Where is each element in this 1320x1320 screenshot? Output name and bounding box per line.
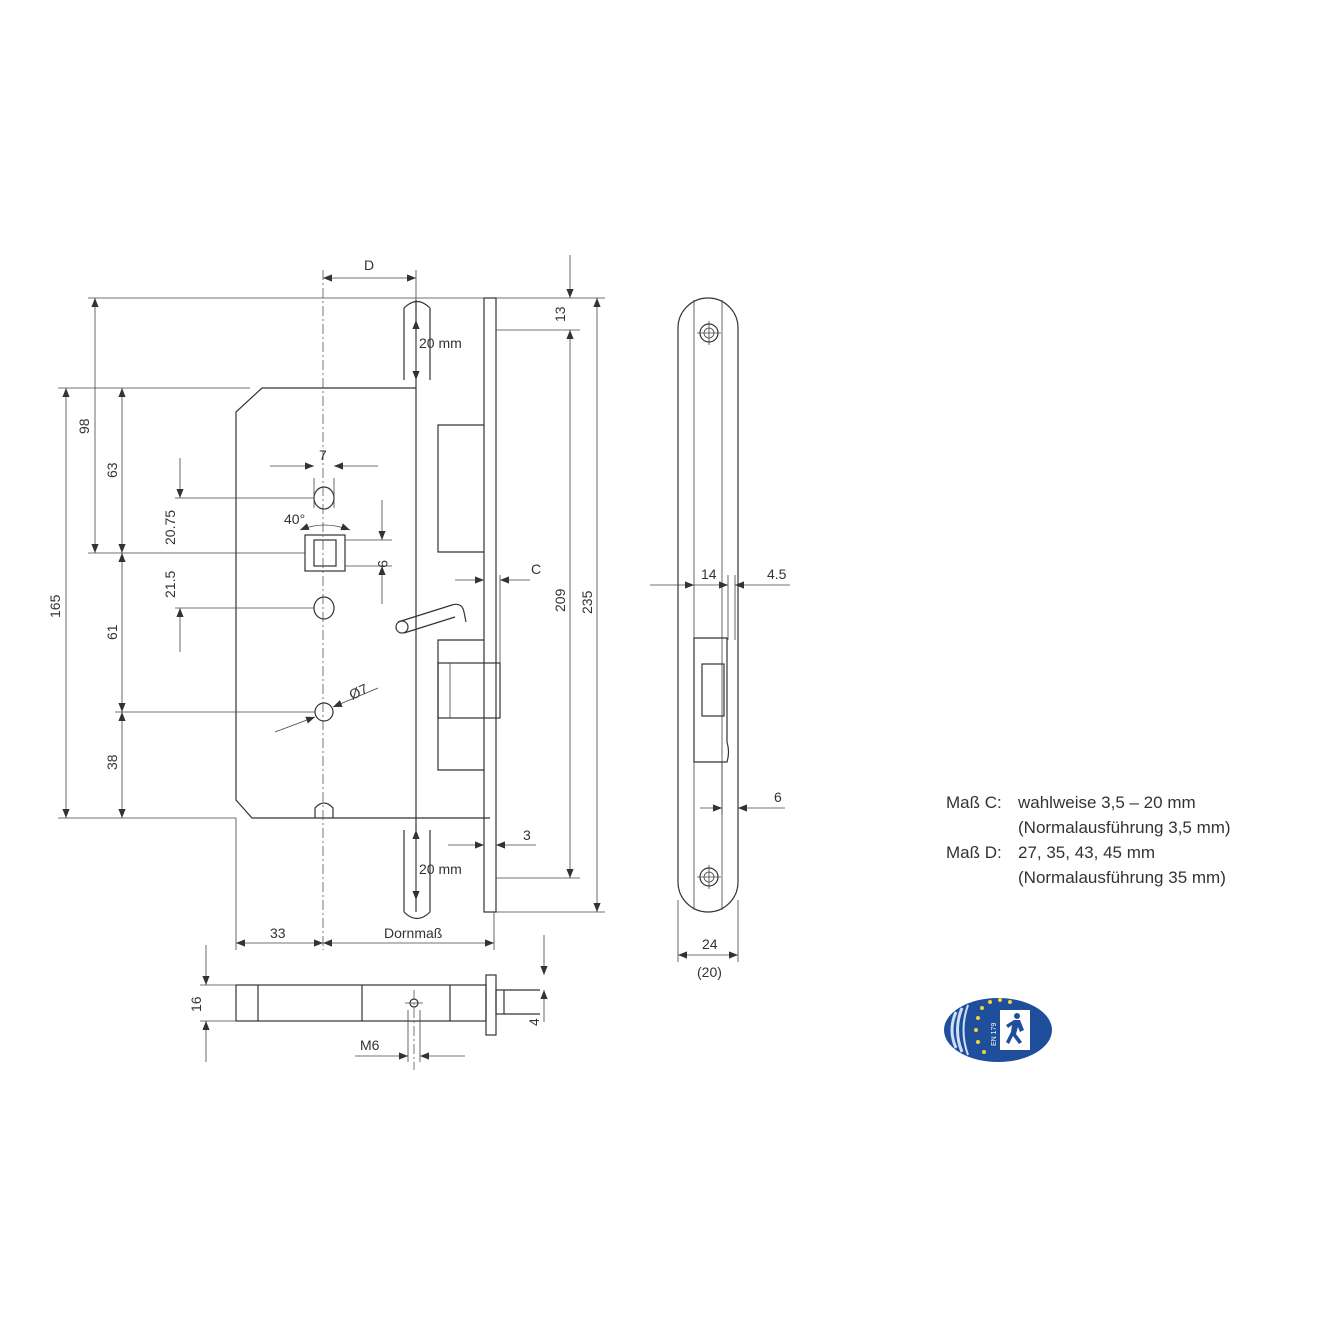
- dim-20mm-bottom: 20 mm: [419, 861, 462, 877]
- screw-hole-bottom: [697, 865, 721, 889]
- dim-d: D: [364, 257, 374, 273]
- screw-hole-top: [697, 321, 721, 345]
- dim-20-paren: (20): [697, 964, 722, 980]
- dim-diameter-7: Ø7: [347, 680, 371, 702]
- dimension-notes: Maß C: wahlweise 3,5 – 20 mm (Normalausf…: [946, 790, 1231, 890]
- dim-4-5: 4.5: [767, 566, 787, 582]
- dim-c: C: [531, 561, 541, 577]
- front-view-dimensions: D 20 mm 13 209 235 98 165 63: [47, 255, 605, 950]
- mass-c-sub: (Normalausführung 3,5 mm): [1018, 818, 1231, 837]
- dim-20mm-top: 20 mm: [419, 335, 462, 351]
- mass-c-row: Maß C: wahlweise 3,5 – 20 mm: [946, 790, 1231, 815]
- dim-3: 3: [523, 827, 531, 843]
- dim-m6: M6: [360, 1037, 380, 1053]
- lock-bottom-view: 16 4 M6: [188, 935, 548, 1070]
- dim-13: 13: [552, 306, 568, 322]
- dim-7: 7: [319, 447, 327, 463]
- dim-38: 38: [104, 754, 120, 770]
- dim-98: 98: [76, 418, 92, 434]
- dim-24: 24: [702, 936, 718, 952]
- en179-text: EN 179: [991, 1023, 998, 1046]
- en179-emergency-exit-logo: EN 179: [944, 998, 1052, 1062]
- dim-20-75: 20.75: [162, 510, 178, 545]
- dim-9: 9: [375, 560, 391, 568]
- dim-209: 209: [552, 588, 568, 612]
- dim-165: 165: [47, 594, 63, 618]
- dim-61: 61: [104, 624, 120, 640]
- mass-c-value: wahlweise 3,5 – 20 mm: [1018, 793, 1196, 812]
- dim-16: 16: [188, 996, 204, 1012]
- mass-d-sub: (Normalausführung 35 mm): [1018, 868, 1226, 887]
- dim-63: 63: [104, 462, 120, 478]
- dim-dornmass: Dornmaß: [384, 925, 442, 941]
- running-man-icon: [1006, 1013, 1024, 1044]
- lock-body-front-view: [235, 270, 501, 950]
- dim-6: 6: [774, 789, 782, 805]
- dim-4: 4: [526, 1018, 542, 1026]
- dim-33: 33: [270, 925, 286, 941]
- mass-d-value: 27, 35, 43, 45 mm: [1018, 843, 1156, 862]
- mass-d-label: Maß D:: [946, 843, 1002, 862]
- dim-14: 14: [701, 566, 717, 582]
- mass-c-label: Maß C:: [946, 793, 1002, 812]
- dim-40-degrees: 40°: [284, 511, 305, 527]
- eu-stars: [974, 998, 1012, 1054]
- dim-21-5: 21.5: [162, 571, 178, 598]
- mass-d-row: Maß D: 27, 35, 43, 45 mm: [946, 840, 1231, 865]
- faceplate-view: 14 4.5 6 24 (20): [650, 297, 790, 980]
- dim-235: 235: [579, 590, 595, 614]
